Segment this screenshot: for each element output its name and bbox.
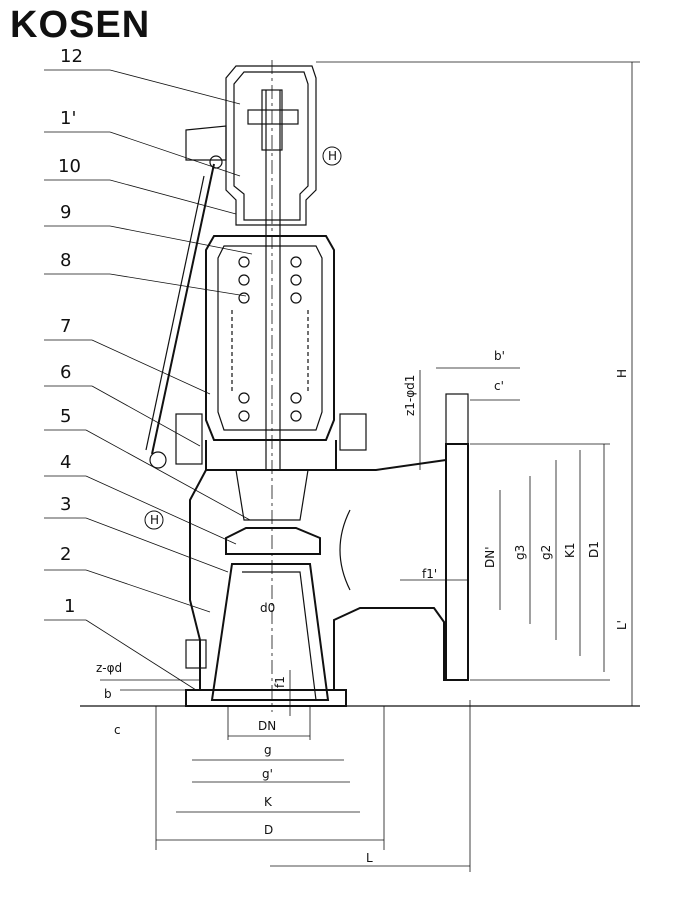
outlet-flange xyxy=(445,443,469,681)
inlet-flange xyxy=(185,689,347,707)
part-label-9: 9 xyxy=(60,202,71,223)
dim-d0: d0 xyxy=(260,601,275,615)
dim-f1p: f1' xyxy=(422,567,437,581)
bonnet-inner xyxy=(217,245,323,431)
part-label-2: 2 xyxy=(60,544,71,565)
dim-dn1: DN' xyxy=(483,546,497,568)
inlet-bolt xyxy=(185,639,207,669)
right-dimension-lines xyxy=(316,61,640,706)
lever-ring xyxy=(149,451,167,469)
part-label-8: 8 xyxy=(60,250,71,271)
dim-b: b xyxy=(104,687,112,701)
part-label-6: 6 xyxy=(60,362,71,383)
part-label-10: 10 xyxy=(58,156,81,177)
brand-logo: KOSEN xyxy=(10,4,151,46)
dim-l: L xyxy=(366,851,373,865)
part-label-1p: 1' xyxy=(60,108,76,129)
marker-circle-lever xyxy=(144,510,164,530)
part-label-1: 1 xyxy=(64,596,75,617)
outlet-bolt xyxy=(445,393,469,445)
dim-l1: L' xyxy=(615,620,629,630)
dim-f1: f1 xyxy=(273,676,287,688)
dim-d: D xyxy=(264,823,273,837)
part-label-4: 4 xyxy=(60,452,71,473)
bolt-right xyxy=(339,413,367,451)
dim-c1: c' xyxy=(494,379,504,393)
dim-b1: b' xyxy=(494,349,505,363)
dim-g2: g2 xyxy=(539,545,553,560)
dim-g: g xyxy=(264,743,272,757)
bolt-left xyxy=(175,413,203,465)
bonnet-flange xyxy=(205,440,337,471)
bonnet-outline xyxy=(205,235,335,441)
nozzle-inner xyxy=(226,571,317,701)
dim-z-phi-d: z-φd xyxy=(96,661,122,675)
cap-bar xyxy=(247,109,299,125)
dim-h: H xyxy=(615,369,629,378)
part-label-3: 3 xyxy=(60,494,71,515)
dim-dn: DN xyxy=(258,719,276,733)
marker-circle-top xyxy=(322,146,342,166)
part-label-5: 5 xyxy=(60,406,71,427)
part-label-12: 12 xyxy=(60,46,83,67)
lever-arm-inner xyxy=(145,175,205,451)
nozzle xyxy=(210,563,330,701)
disc xyxy=(225,527,321,555)
leader-lines xyxy=(44,69,253,691)
dim-k: K xyxy=(264,795,273,809)
part-label-7: 7 xyxy=(60,316,71,337)
dim-c: c xyxy=(114,723,121,737)
dim-g3: g3 xyxy=(513,545,527,560)
bottom-dimension-lines xyxy=(100,670,470,867)
marker-label-top: H xyxy=(328,149,337,163)
cap-inner xyxy=(233,71,309,221)
body-outlet-curve xyxy=(339,509,351,591)
dim-k1: K1 xyxy=(563,542,577,558)
dim-d1: D1 xyxy=(587,541,601,558)
dim-z1-phi-d1: z1-φd1 xyxy=(403,375,417,416)
spring xyxy=(231,256,309,422)
dim-g1: g' xyxy=(262,767,273,781)
lever-arm xyxy=(151,163,215,455)
marker-label-lever: H xyxy=(150,513,159,527)
lever-head xyxy=(185,125,227,161)
